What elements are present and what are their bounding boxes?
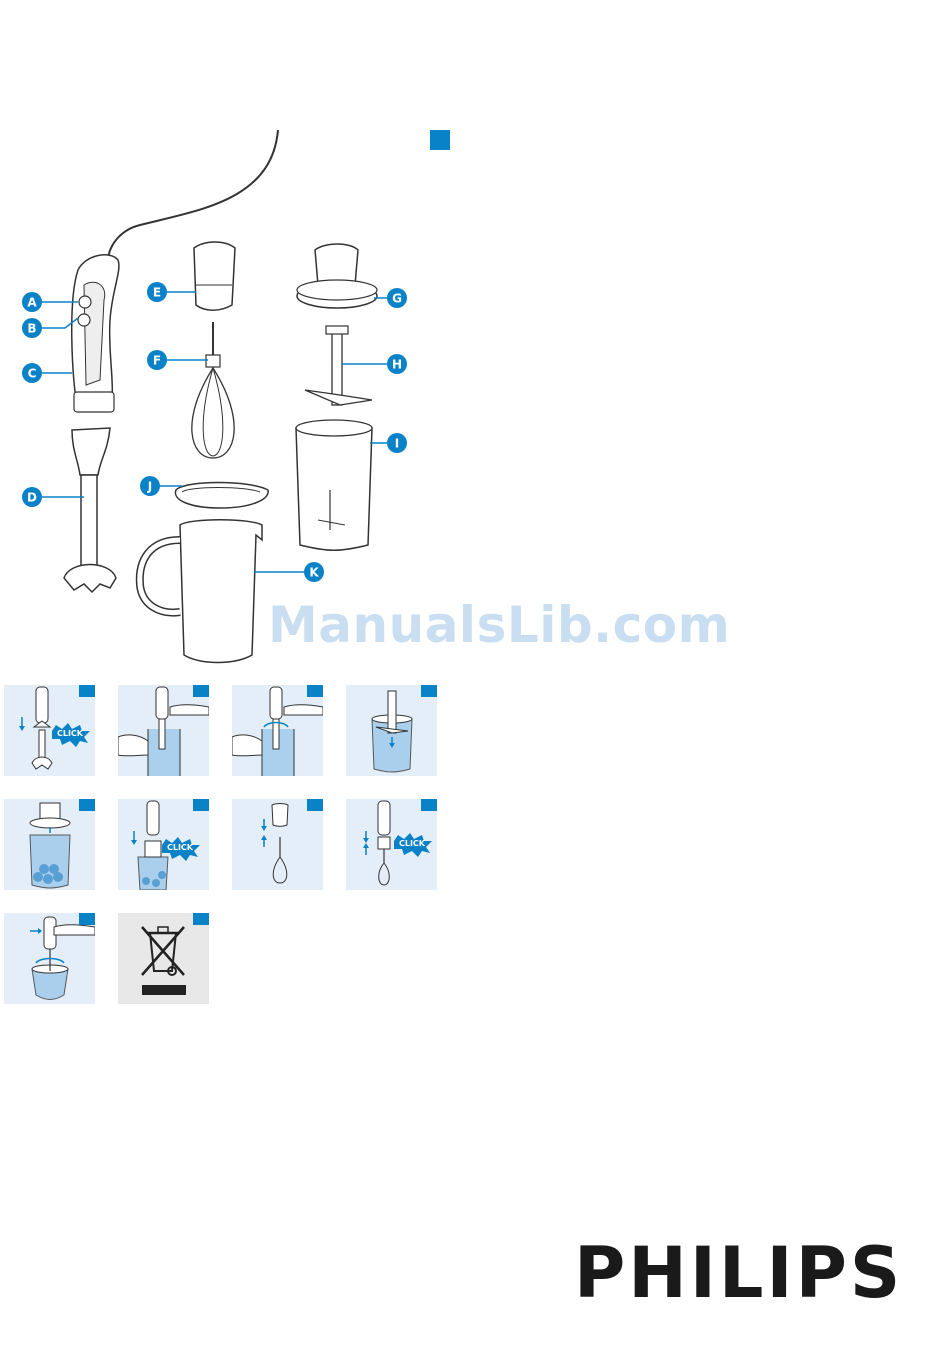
blender-shaft (64, 428, 116, 592)
label-c: C (22, 363, 72, 383)
step-panel-7 (232, 799, 323, 890)
whisk (192, 322, 234, 458)
step-panel-6: CLICK (118, 799, 209, 890)
step-panel-8: CLICK (346, 799, 437, 890)
label-a: A (22, 292, 78, 312)
step-marker (307, 685, 323, 697)
click-label: CLICK (57, 729, 84, 738)
beaker (140, 520, 262, 663)
svg-text:E: E (153, 286, 161, 300)
svg-text:J: J (147, 480, 152, 494)
step-panel-9 (4, 913, 95, 1004)
svg-text:D: D (27, 491, 37, 505)
step-marker (193, 799, 209, 811)
step-marker (193, 685, 209, 697)
label-e: E (147, 282, 196, 302)
label-b: B (22, 318, 78, 338)
svg-text:C: C (28, 367, 37, 381)
step-marker (79, 685, 95, 697)
svg-text:K: K (309, 566, 319, 580)
step-panel-1: CLICK (4, 685, 95, 776)
click-label: CLICK (167, 843, 194, 852)
label-i: I (370, 433, 407, 453)
step-panel-3 (232, 685, 323, 776)
svg-text:G: G (392, 292, 402, 306)
step-panel-4 (346, 685, 437, 776)
product-overview-illustration: A B C D E F G H I (0, 0, 950, 680)
step-marker (421, 799, 437, 811)
chopper-lid (297, 244, 377, 308)
step-marker (79, 913, 95, 925)
whisk-coupling (194, 242, 235, 310)
svg-text:H: H (392, 358, 402, 372)
chopper-bowl (296, 420, 372, 550)
power-cord (108, 130, 278, 258)
philips-logo: PHILIPS (574, 1238, 904, 1308)
step-marker (79, 799, 95, 811)
label-d: D (22, 487, 84, 507)
step-panel-5 (4, 799, 95, 890)
motor-unit (72, 255, 119, 412)
svg-text:I: I (395, 437, 399, 451)
beaker-lid (175, 483, 268, 509)
step-panel-2 (118, 685, 209, 776)
watermark-text: ManualsLib.com (268, 596, 708, 654)
chopper-blade (305, 326, 372, 405)
label-h: H (342, 354, 407, 374)
step-panel-10 (118, 913, 209, 1004)
label-k: K (254, 562, 324, 582)
step-marker (307, 799, 323, 811)
svg-text:F: F (153, 354, 161, 368)
label-g: G (374, 288, 407, 308)
section-marker (430, 130, 450, 150)
step-marker (193, 913, 209, 925)
click-label: CLICK (399, 839, 426, 848)
step-marker (421, 685, 437, 697)
svg-text:A: A (27, 296, 37, 310)
label-f: F (147, 350, 208, 370)
svg-text:B: B (27, 322, 36, 336)
